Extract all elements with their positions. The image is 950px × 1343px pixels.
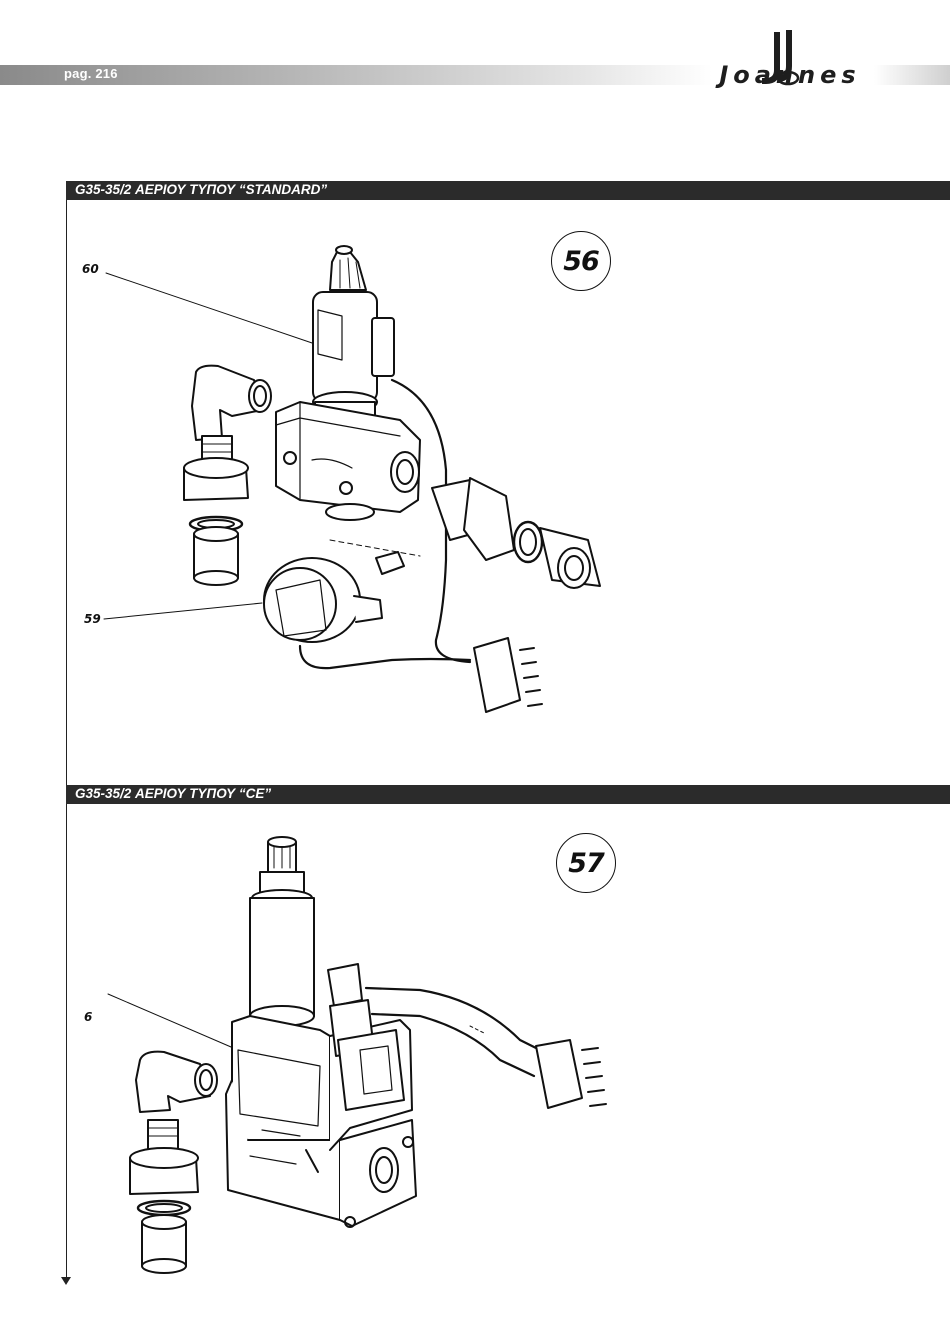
- section-header-standard: G35-35/2 ΑΕΡΙΟΥ ΤΥΠΟΥ “STANDARD”: [66, 181, 950, 200]
- gas-valve-drawing-ce: [108, 837, 606, 1273]
- section-header-ce: G35-35/2 ΑΕΡΙΟΥ ΤΥΠΟΥ “CE”: [66, 785, 950, 804]
- gas-valve-drawing-standard: [104, 246, 600, 712]
- callout-label: 59: [84, 612, 101, 626]
- figure-number: 57: [557, 834, 615, 892]
- page-number: pag. 216: [64, 66, 118, 81]
- brand-name: Joannes: [700, 61, 880, 89]
- figure-number: 56: [552, 232, 610, 290]
- figure-number-badge: 56: [551, 231, 611, 291]
- figure-number-badge: 57: [556, 833, 616, 893]
- callout-label: 6: [84, 1010, 92, 1024]
- section-title: G35-35/2 ΑΕΡΙΟΥ ΤΥΠΟΥ “CE”: [75, 786, 271, 801]
- margin-rule: [66, 200, 67, 1278]
- arrow-down-icon: [61, 1277, 71, 1285]
- section-title: G35-35/2 ΑΕΡΙΟΥ ΤΥΠΟΥ “STANDARD”: [75, 182, 327, 197]
- callout-label: 60: [82, 262, 99, 276]
